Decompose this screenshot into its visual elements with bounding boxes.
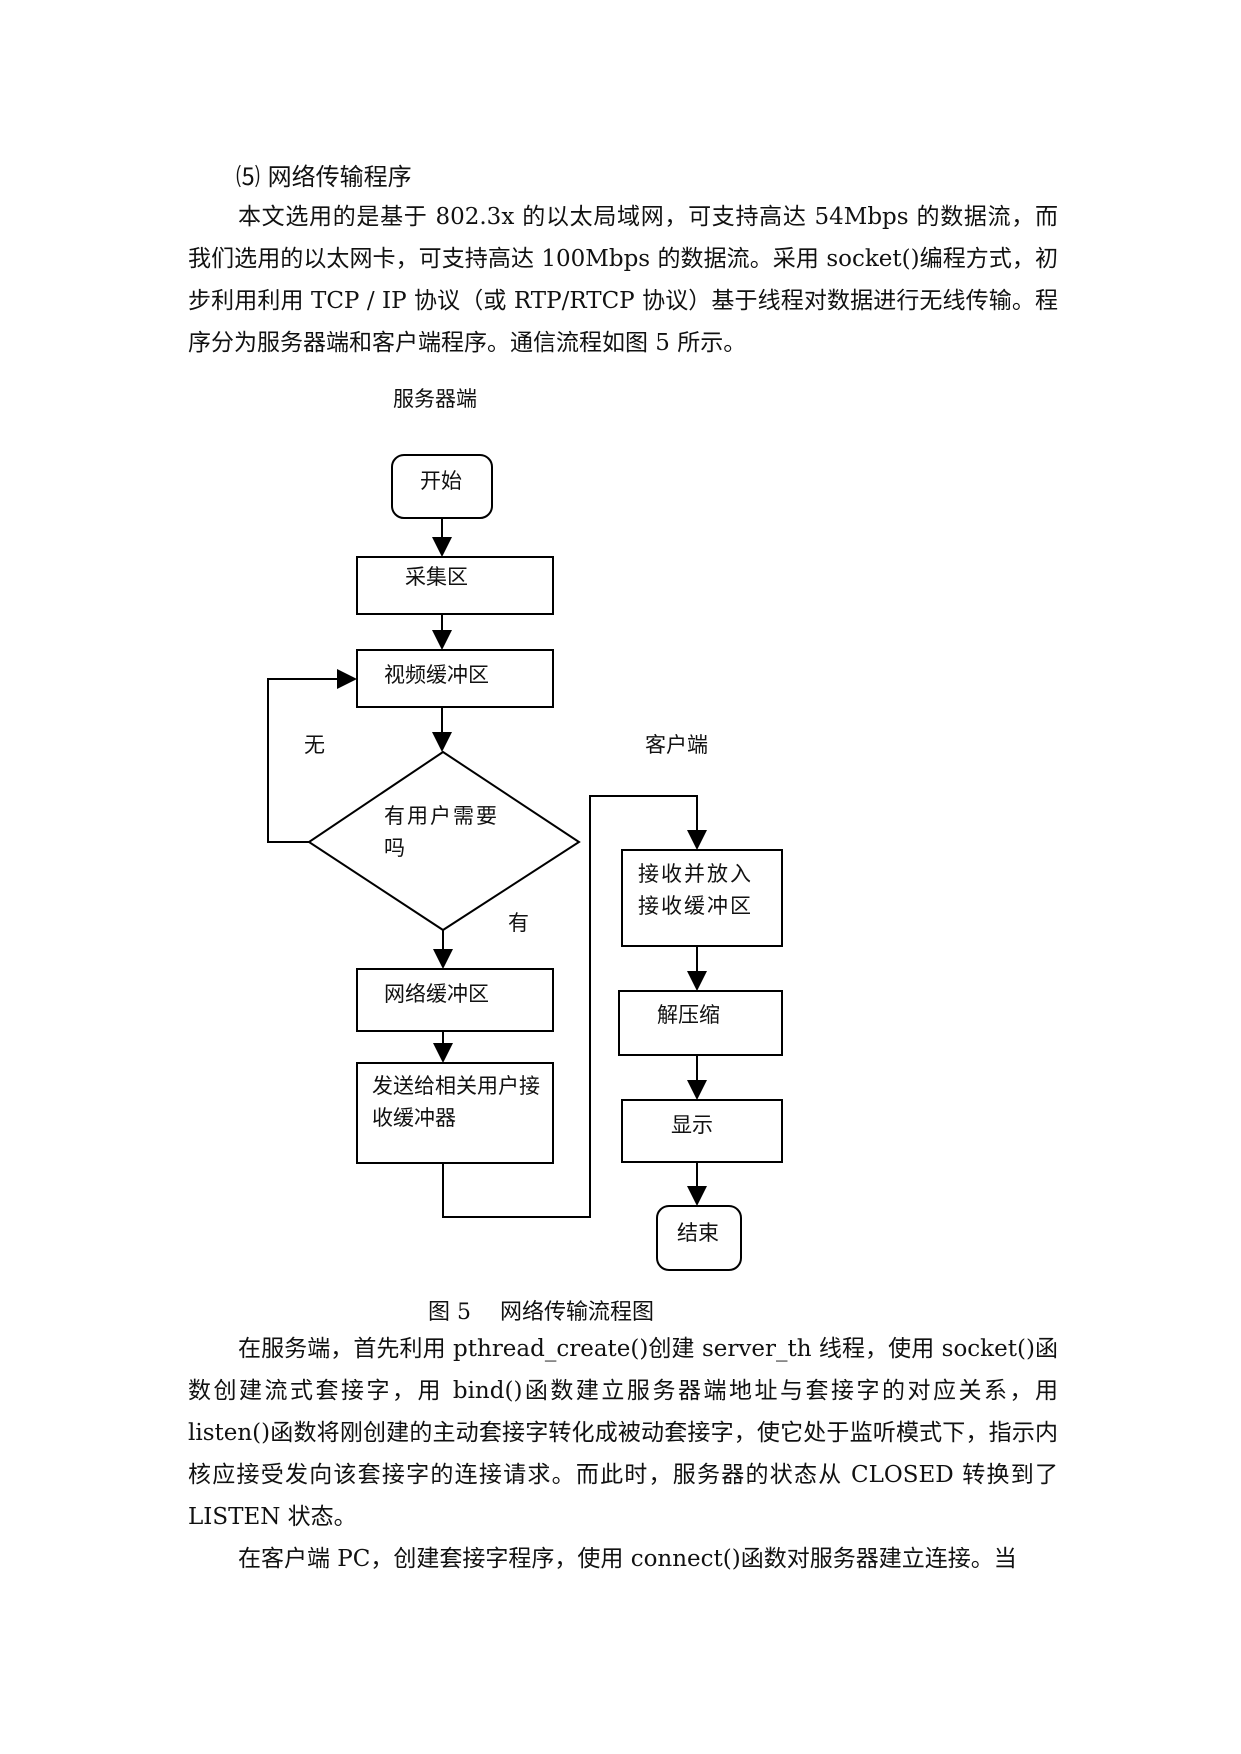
network-buffer-label: 网络缓冲区 — [384, 982, 489, 1006]
network-buffer-box — [356, 968, 554, 1032]
paragraph-server: 在服务端，首先利用 pthread_create()创建 server_th 线… — [188, 1336, 1058, 1530]
branch-no-label: 无 — [304, 733, 325, 757]
display-label: 显示 — [671, 1113, 713, 1137]
video-buffer-label: 视频缓冲区 — [384, 663, 489, 687]
client-title: 客户端 — [645, 733, 708, 757]
decompress-box — [618, 990, 783, 1056]
capture-box — [356, 556, 554, 615]
capture-label: 采集区 — [405, 565, 468, 589]
send-label: 发送给相关用户接收缓冲器 — [372, 1074, 540, 1130]
paragraph-client: 在客户端 PC，创建套接字程序，使用 connect()函数对服务器建立连接。当 — [238, 1546, 1017, 1572]
video-buffer-box — [356, 649, 554, 708]
start-label: 开始 — [420, 469, 462, 493]
receive-label: 接收并放入接收缓冲区 — [638, 862, 753, 918]
end-node — [656, 1205, 742, 1271]
display-box — [621, 1099, 783, 1163]
end-label: 结束 — [677, 1221, 719, 1245]
branch-yes-label: 有 — [508, 911, 529, 935]
send-box — [356, 1062, 554, 1164]
receive-box — [621, 849, 783, 947]
section-heading: ⑸ 网络传输程序 — [236, 163, 412, 191]
server-title: 服务器端 — [393, 387, 477, 411]
paragraph-intro: 本文选用的是基于 802.3x 的以太局域网，可支持高达 54Mbps 的数据流… — [188, 204, 1058, 356]
figure-caption: 图 5 网络传输流程图 — [428, 1300, 654, 1325]
decompress-label: 解压缩 — [657, 1003, 720, 1027]
decision-label: 有用户需要吗 — [384, 804, 499, 860]
